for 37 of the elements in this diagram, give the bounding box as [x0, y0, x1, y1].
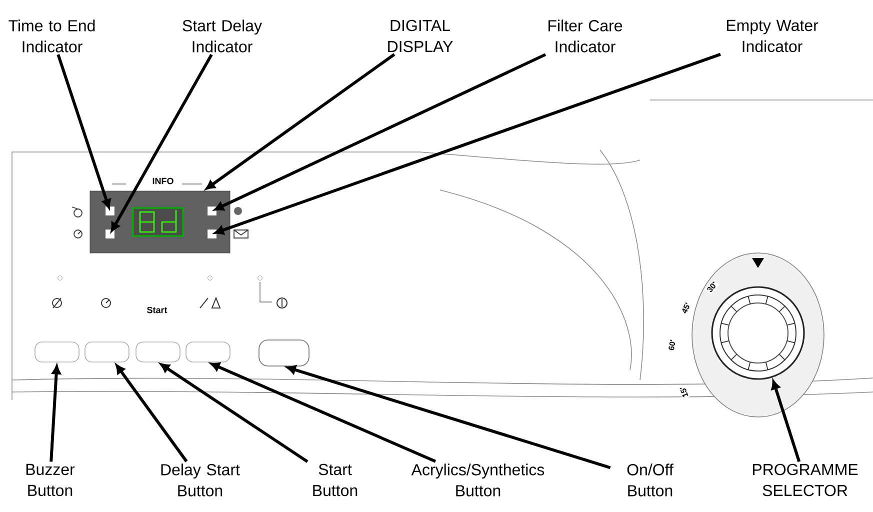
power-button [258, 340, 310, 366]
callout-label: Delay Start Button [161, 464, 240, 496]
panel-text: 45' [680, 300, 692, 316]
arrow [286, 365, 611, 470]
callout-label: Empty Water Indicator [726, 20, 818, 52]
panel-text: 15' [678, 384, 690, 400]
indicator-light [105, 206, 115, 216]
callout-label: Acrylics/Synthetics Button [411, 464, 544, 496]
arrow [50, 365, 61, 462]
panel-text: INFO [151, 176, 175, 186]
callout-label: Start Button [313, 464, 358, 496]
arrow [160, 363, 308, 463]
arrow [116, 364, 188, 462]
callout-label: Buzzer Button [26, 464, 75, 496]
indicator-light [207, 206, 217, 216]
callout-label: PROGRAMME SELECTOR [753, 464, 858, 496]
panel-button [84, 342, 130, 362]
indicator-light [105, 229, 115, 239]
arrow [210, 362, 436, 463]
callout-label: Time to End Indicator [8, 20, 95, 52]
callout-label: Filter Care Indicator [548, 20, 622, 52]
panel-text: Start [146, 306, 168, 314]
callout-label: Start Delay Indicator [182, 20, 262, 52]
panel-button [186, 342, 230, 362]
arrow [214, 53, 546, 210]
arrow [110, 54, 213, 232]
panel-text: 60' [667, 338, 677, 352]
arrow [56, 54, 111, 208]
arrow [771, 380, 801, 462]
arrow [214, 52, 721, 235]
callout-label: On/Off Button [627, 464, 674, 496]
callout-label: DIGITAL DISPLAY [388, 20, 453, 52]
panel-button [34, 342, 80, 362]
indicator-light [207, 229, 217, 239]
panel-text: 30' [704, 280, 720, 294]
arrow [206, 53, 396, 190]
panel-button [136, 342, 180, 362]
